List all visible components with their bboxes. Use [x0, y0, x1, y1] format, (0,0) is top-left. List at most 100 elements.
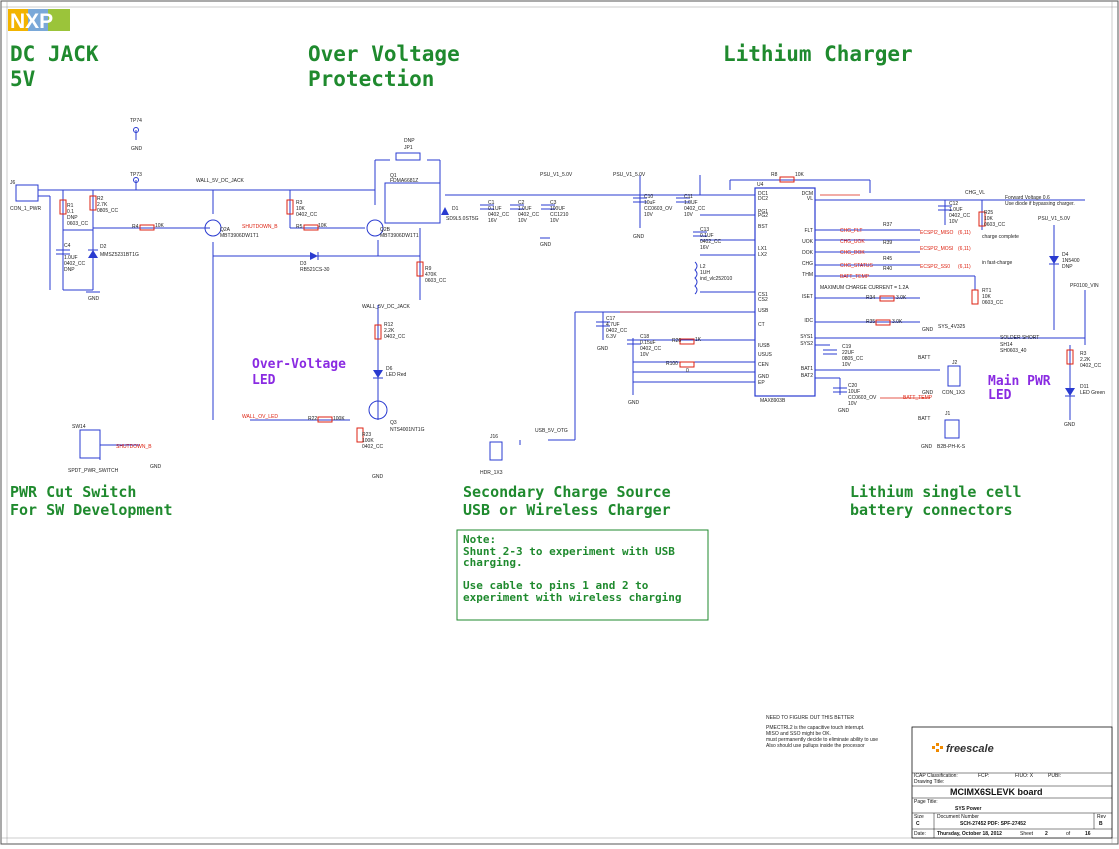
svg-text:3.0K: 3.0K — [892, 319, 903, 325]
svg-text:C4: C4 — [64, 243, 71, 249]
heading-ovp-2: Protection — [308, 67, 434, 91]
svg-text:0402_CC: 0402_CC — [64, 261, 86, 267]
resistor-r39-label: R39 — [883, 240, 892, 246]
svg-text:SH14: SH14 — [1000, 342, 1013, 348]
u4-pin-iset: ISET — [802, 294, 813, 300]
svg-text:0402_CC: 0402_CC — [684, 206, 706, 212]
u4-pin-lx1: LX1 — [758, 246, 767, 252]
svg-text:RB521CS-30: RB521CS-30 — [300, 267, 330, 273]
icap-label: ICAP Classification: — [914, 773, 958, 779]
thermistor-rt1: RT1 10K 0603_CC — [971, 288, 1004, 306]
svg-text:0.15uF: 0.15uF — [640, 340, 656, 346]
u4-pin-cs1: CS1 — [758, 292, 768, 298]
u4-pin-flt: FLT — [804, 228, 813, 234]
u4-pin-usus: USUS — [758, 352, 773, 358]
u4-right-pins: DCMVLFLTUOKDOKCHGTHMISETIDCSYS1SYS2BAT1B… — [800, 191, 813, 379]
note-title: Note: — [463, 533, 496, 546]
svg-text:D11: D11 — [1080, 384, 1089, 390]
resistor-r9: R9 470K 0603_CC — [416, 261, 447, 284]
svg-text:0: 0 — [686, 368, 689, 374]
of-label: of — [1066, 831, 1071, 837]
u4-pin-cen: CEN — [758, 362, 769, 368]
svg-text:MMSZ5231BT1G: MMSZ5231BT1G — [100, 252, 139, 258]
transistor-q2a: Q2A MBT3906DW1T1 — [204, 219, 259, 239]
svg-text:R5: R5 — [296, 224, 303, 230]
svg-text:C3: C3 — [550, 200, 557, 206]
svg-text:10UF: 10UF — [848, 389, 860, 395]
annotation-fast-charge: in fast-charge — [982, 260, 1013, 266]
note-line-4: experiment with wireless charging — [463, 591, 682, 604]
svg-text:D1: D1 — [452, 206, 459, 212]
svg-text:0402_CC: 0402_CC — [362, 444, 384, 450]
svg-text:1.0UF: 1.0UF — [949, 207, 963, 213]
net-shutdown-b: SHUTDOWN_B — [242, 224, 278, 230]
ground-caps: GND — [540, 237, 552, 248]
connector-j1: J1 B2B-PH-K-S BATT GND — [918, 411, 966, 450]
svg-text:Also should use pullups inside: Also should use pullups inside the proce… — [766, 743, 865, 749]
resistor-r3: R3 10K 0402_CC — [286, 199, 318, 218]
svg-text:C20: C20 — [848, 383, 857, 389]
svg-text:GND: GND — [921, 444, 933, 450]
u4-pin-sys1: SYS1 — [800, 334, 813, 340]
svg-text:470K: 470K — [425, 272, 437, 278]
capacitor-c20: C20 10UF CC0603_OV 10V GND — [833, 383, 877, 414]
resistor-r45-label: R45 — [883, 256, 892, 262]
note-line-2: charging. — [463, 556, 523, 569]
size-value: C — [916, 821, 920, 827]
u4-pin-vl: VL — [807, 196, 813, 202]
svg-text:C17: C17 — [606, 316, 615, 322]
annotation-forward-voltage: Forward Voltage 0.6 — [1005, 195, 1050, 201]
svg-text:CON_1X3: CON_1X3 — [942, 390, 965, 396]
svg-text:0603_CC: 0603_CC — [67, 221, 89, 227]
switch-sw14: SW14 SPDT_PWR_SWITCH SHUTDOWN_B GND — [68, 424, 162, 474]
drawing-title-label: Drawing Title: — [914, 779, 944, 785]
svg-text:10V: 10V — [640, 352, 650, 358]
svg-text:GND: GND — [1064, 422, 1076, 428]
resistor-r4: R4 10K — [132, 223, 165, 231]
svg-text:GND: GND — [628, 400, 640, 406]
svg-text:10V: 10V — [684, 212, 694, 218]
resistor-r3-main: R3 2.2K 0402_CC — [1066, 349, 1102, 369]
svg-text:FDMA6681Z: FDMA6681Z — [390, 178, 418, 184]
resistor-r2: R2 2.7K 0805_CC — [89, 195, 119, 214]
charger-ic-u4: U4 MAX8903B — [754, 182, 816, 404]
u4-pin-uok: UOK — [802, 239, 814, 245]
svg-text:0402_CC: 0402_CC — [949, 213, 971, 219]
net-wall-5v-2: WALL_5V_DC_JACK — [362, 304, 411, 310]
u4-pin-dc2: DC2 — [758, 196, 768, 202]
svg-text:1UH: 1UH — [700, 270, 710, 276]
test-point-tp73: TP73 — [130, 172, 142, 183]
net-chg-flt: CHG_FLT — [840, 228, 862, 234]
capacitor-c3: C3 100UF CC1210 10V — [541, 200, 569, 224]
capacitor-c1: C1 0.1UF 0402_CC 16V — [480, 200, 510, 224]
capacitor-c11: C11 1.0UF 0402_CC 10V — [676, 194, 706, 218]
svg-text:SD9L5.0ST5G: SD9L5.0ST5G — [446, 216, 479, 222]
svg-text:4.7UF: 4.7UF — [606, 322, 620, 328]
u4-pin-dc1: DC1 — [758, 191, 768, 197]
svg-text:100UF: 100UF — [550, 206, 565, 212]
capacitor-c17: C17 4.7UF 0402_CC 6.3V GND — [596, 316, 628, 352]
svg-text:R25: R25 — [984, 210, 993, 216]
net-batt-temp-2: BATT_TEMP — [903, 395, 933, 401]
svg-text:10V: 10V — [644, 212, 654, 218]
resistor-r34: R34 3.0K — [866, 295, 907, 302]
svg-text:RT1: RT1 — [982, 288, 992, 294]
svg-text:MAX8903B: MAX8903B — [760, 398, 786, 404]
svg-text:10K: 10K — [984, 216, 994, 222]
svg-text:1.0UF: 1.0UF — [518, 206, 532, 212]
svg-text:22UF: 22UF — [842, 350, 854, 356]
svg-text:SW14: SW14 — [72, 424, 86, 430]
resistor-r12: R12 2.2K 0402_CC — [374, 322, 406, 340]
u4-pin-cs2: CS2 — [758, 297, 768, 303]
svg-text:R23: R23 — [362, 432, 371, 438]
net-ecspi2-miso: ECSPI2_MISO — [920, 230, 953, 236]
svg-text:0603_CC: 0603_CC — [984, 222, 1006, 228]
svg-text:MISO and SSO might be OK.: MISO and SSO might be OK. — [766, 731, 831, 737]
net-chg-status: CHG_STATUS — [840, 263, 874, 269]
svg-text:MBT3906DW1T1: MBT3906DW1T1 — [380, 233, 419, 239]
svg-text:1.0UF: 1.0UF — [64, 255, 78, 261]
connector-j2: J2 CON_1X3 GND — [922, 360, 965, 396]
svg-text:0603_CC: 0603_CC — [982, 300, 1004, 306]
